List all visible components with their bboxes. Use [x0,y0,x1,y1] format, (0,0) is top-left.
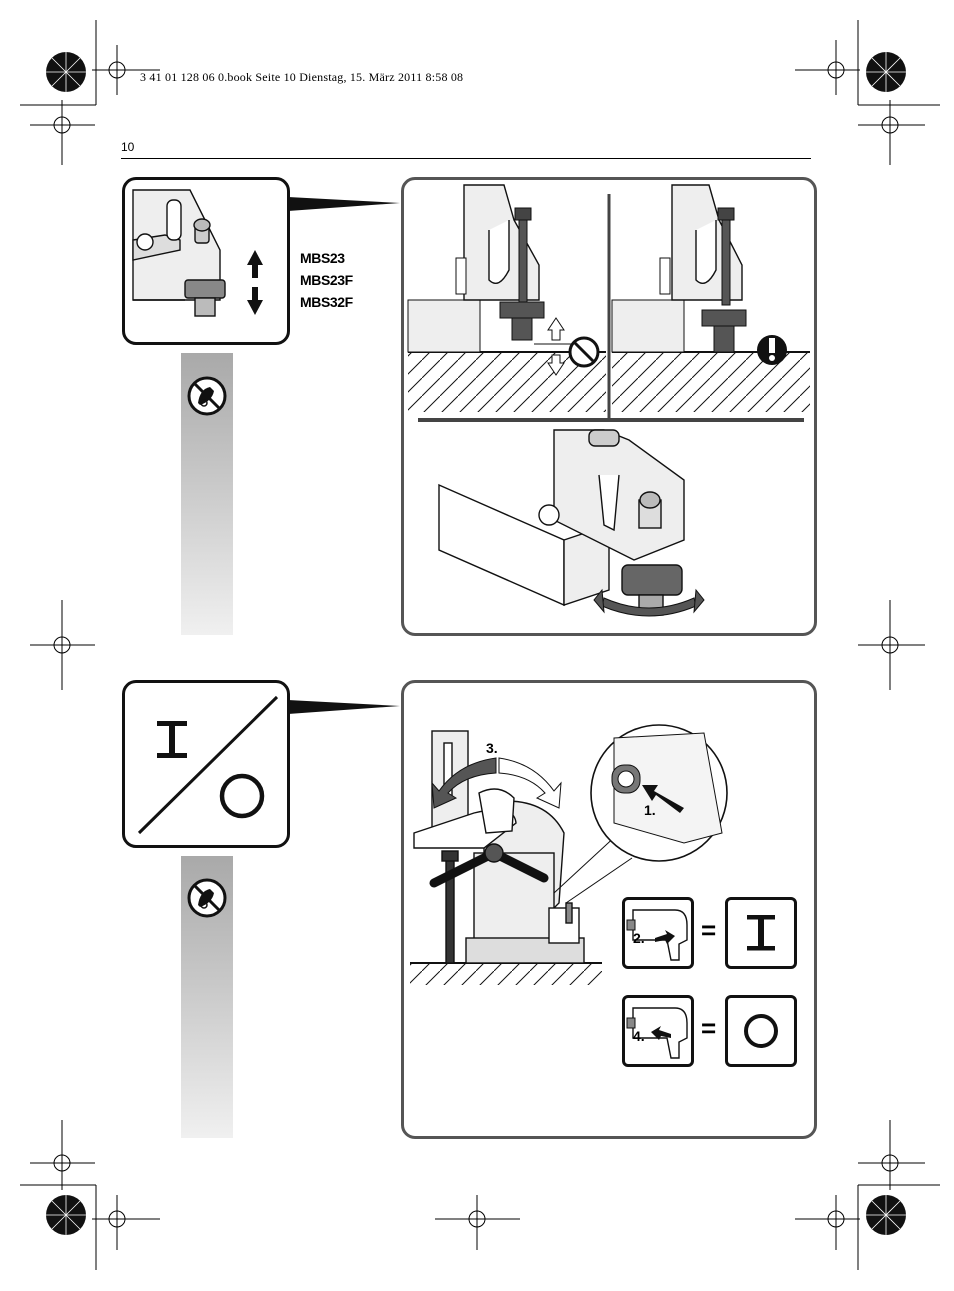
header-rule [121,158,811,159]
correct-position-illustration [611,184,810,412]
rotate-arrows-icon [593,588,705,617]
on-symbol-box [725,897,797,969]
drill-on-icon [626,909,688,961]
warning-exclamation-icon [757,335,787,365]
model-list: MBS23 MBS23F MBS32F [300,247,353,313]
no-power-plug-icon [187,376,227,416]
file-header-line: 3 41 01 128 06 0.book Seite 10 Dienstag,… [140,70,464,84]
model-mbs23f: MBS23F [300,272,353,288]
switch-operation-illustration: 3. 1. [410,724,728,985]
model-mbs32f: MBS32F [300,294,353,310]
callout-wedge-top [288,197,400,211]
drill-stand-detail-icon [132,189,263,317]
adjustment-knob-illustration [438,429,685,616]
magnified-detail-circle [590,724,728,862]
panel-switch-operation: 3. 1. 2. = [401,680,817,1139]
step-1-label: 1. [644,802,656,818]
page-number: 10 [121,140,135,154]
rotate-switch-arrows [431,757,562,809]
equals-sign-on: = [701,915,717,945]
off-symbol-box [725,995,797,1067]
callout-wedge-bottom [288,700,400,714]
drill-off-box: 4. [622,995,694,1067]
height-adjustment-illustration [407,184,810,617]
step-4-label: 4. [633,1028,645,1044]
drill-off-icon [626,1007,688,1059]
drill-on-box: 2. [622,897,694,969]
step-3-label: 3. [486,740,498,756]
no-power-plug-icon-2 [187,878,227,918]
switch-on-icon [747,915,775,951]
equals-sign-off: = [701,1013,717,1043]
thumbnail-on-off-switch: I O [122,680,290,848]
on-off-switch-icon [137,695,279,835]
switch-off-icon [744,1014,778,1048]
model-mbs23: MBS23 [300,250,345,266]
thumbnail-drill-stand-detail [122,177,290,345]
step-2-label: 2. [633,930,645,946]
prohibited-icon [568,336,600,368]
incorrect-position-illustration [407,184,606,412]
panel-height-adjustment [401,177,817,636]
